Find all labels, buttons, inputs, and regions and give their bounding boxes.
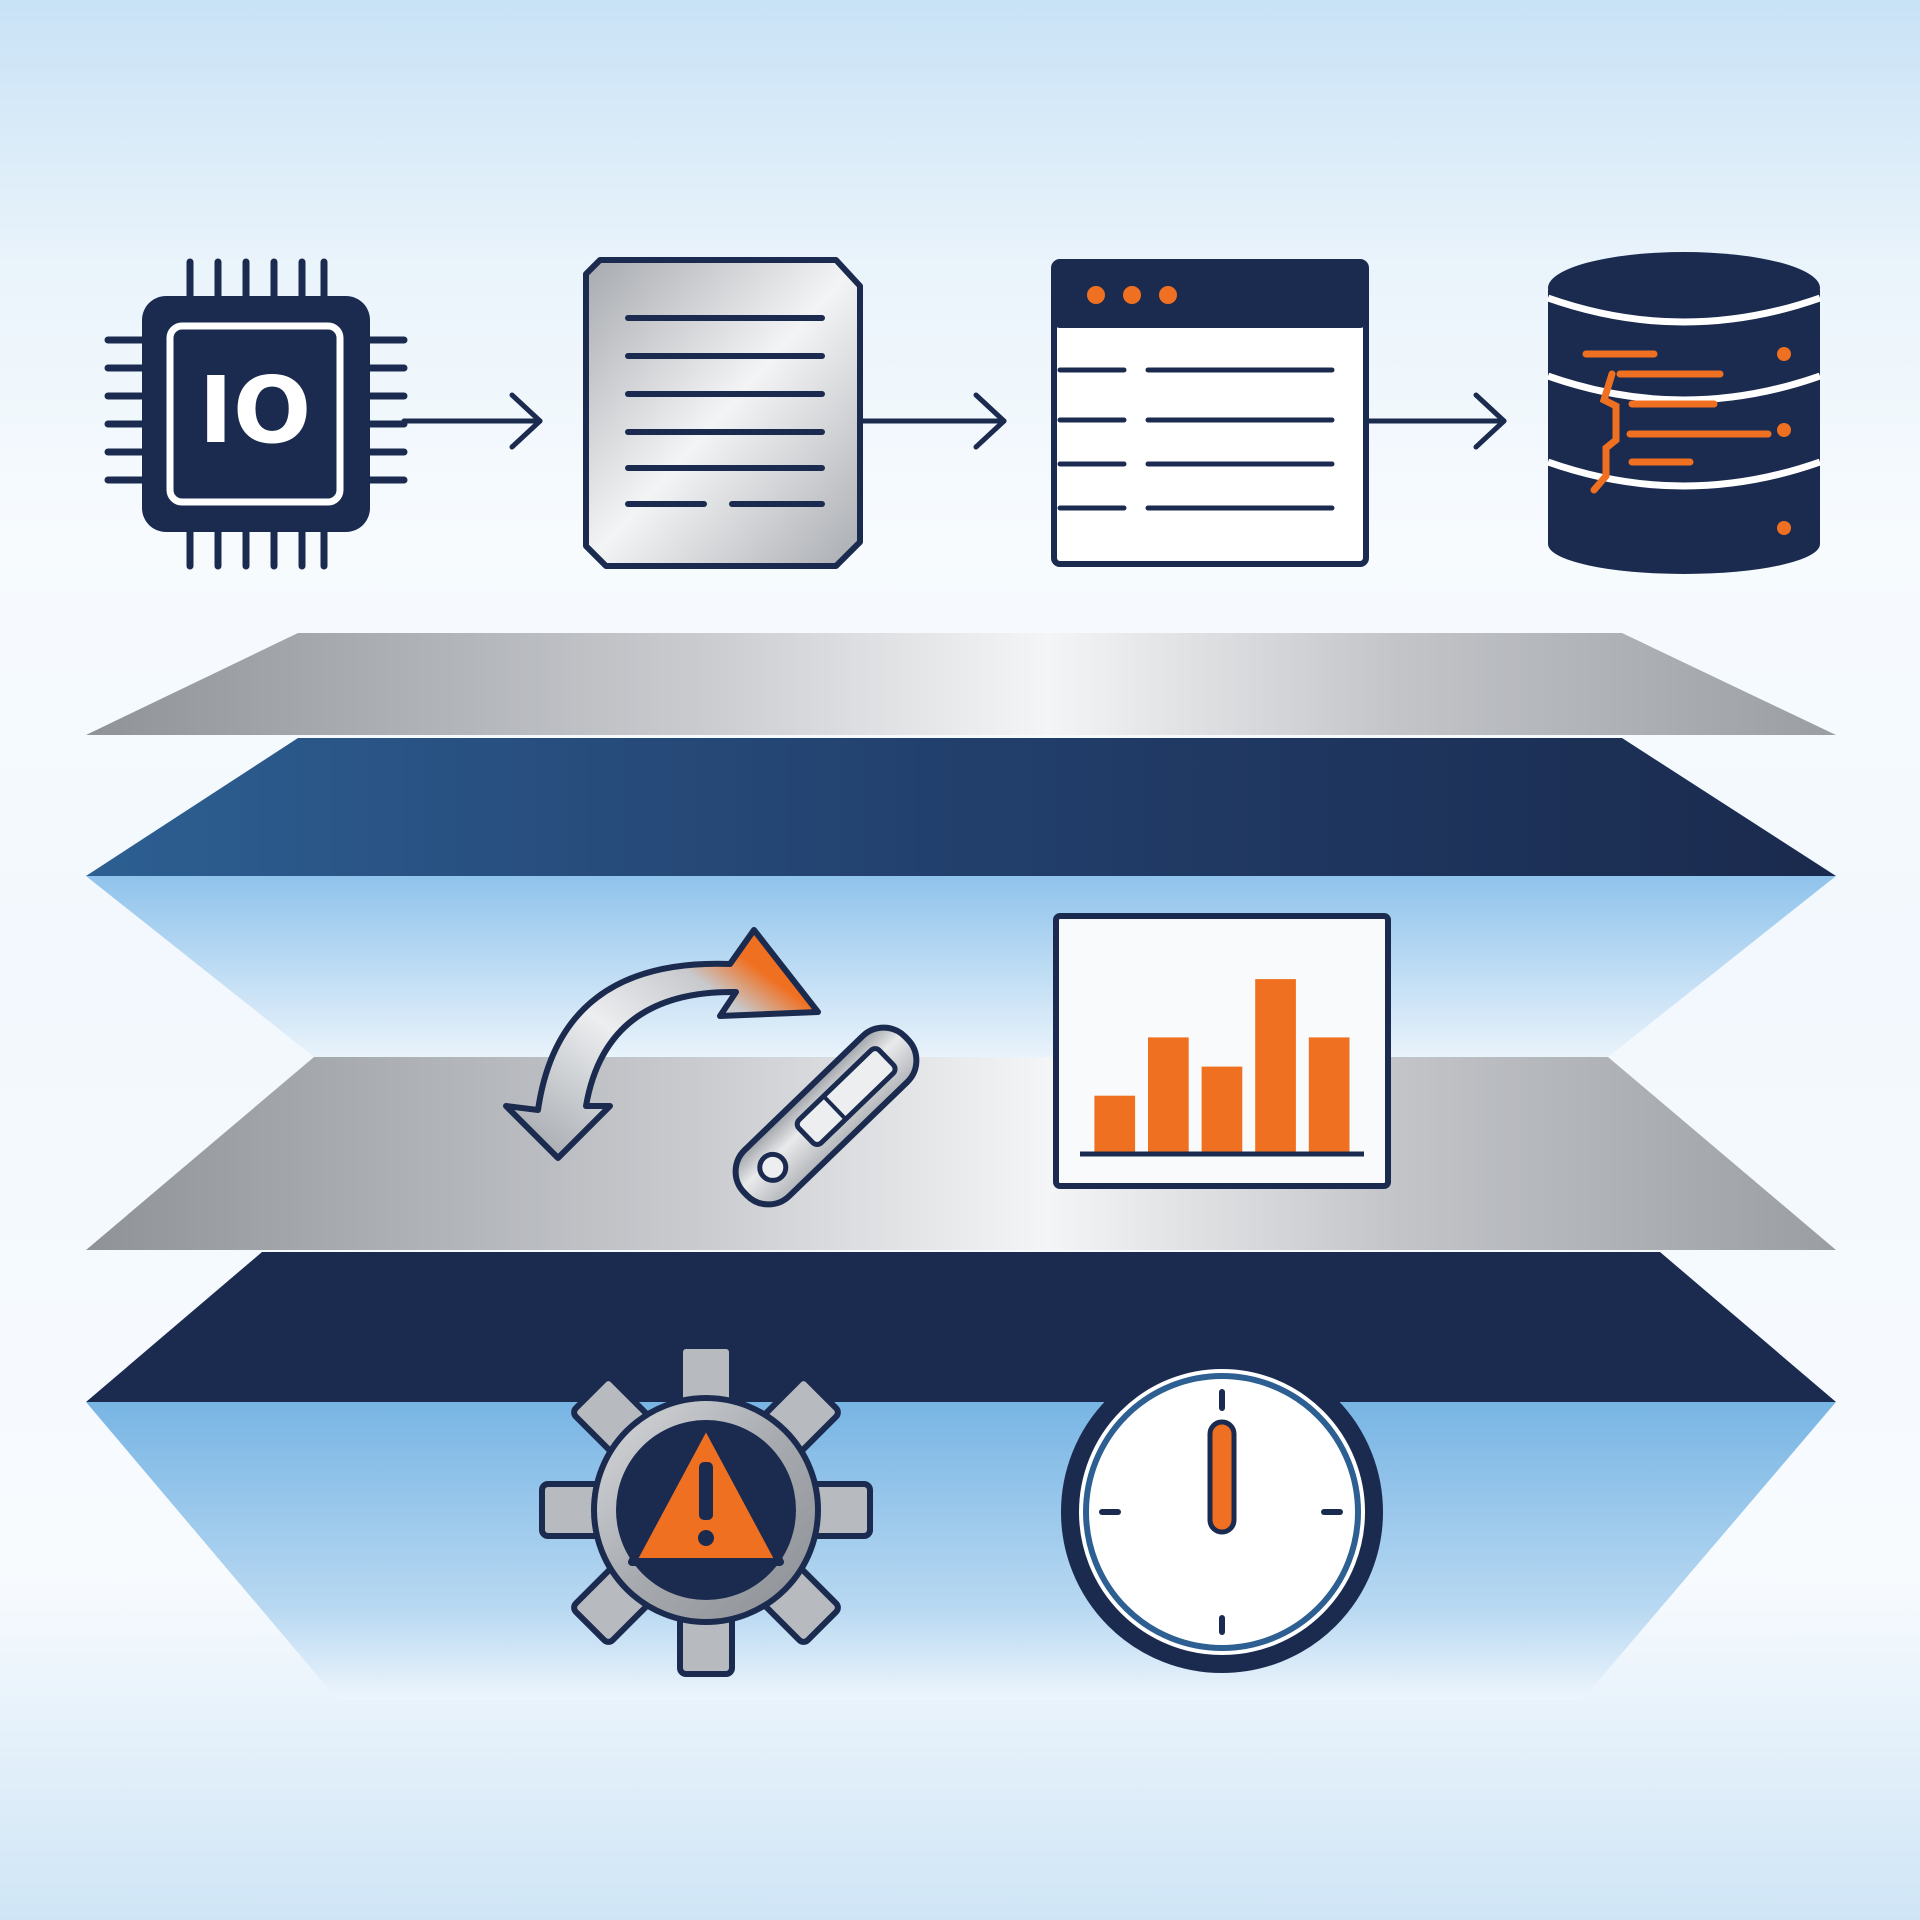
chart-frame [1053, 913, 1391, 1189]
clock-icon [1061, 1351, 1383, 1673]
arrow-right-icon [859, 392, 1007, 450]
light-blue-layer [86, 876, 1836, 1057]
chart-bar-5 [1308, 1037, 1350, 1154]
chip-label: IO [199, 357, 311, 464]
navy-layer [86, 738, 1836, 876]
table-window-icon [1051, 259, 1369, 567]
dark-navy-layer [86, 1252, 1836, 1402]
chart-bar-1 [1094, 1095, 1136, 1154]
gear-warning-icon [539, 1343, 873, 1677]
chart-bar-3 [1201, 1066, 1243, 1154]
pipeline-connectors [401, 392, 1507, 450]
usb-stick-icon [732, 1024, 920, 1208]
database-icon [1546, 252, 1822, 574]
silver-layer-middle [86, 1057, 1836, 1250]
silver-layer-top [86, 633, 1836, 735]
document-icon [583, 257, 863, 569]
microcontroller-chip-icon: IO [104, 258, 408, 570]
arrow-right-icon [1363, 392, 1507, 450]
chart-bars [1094, 979, 1350, 1154]
chart-bar-4 [1255, 979, 1296, 1154]
curved-arrow-icon [503, 927, 821, 1161]
layer-stack [86, 633, 1836, 1700]
bar-chart-icon [1053, 913, 1391, 1189]
blue-layer-bottom [86, 1402, 1836, 1700]
chart-bar-2 [1148, 1037, 1189, 1154]
arrow-right-icon [401, 392, 543, 450]
